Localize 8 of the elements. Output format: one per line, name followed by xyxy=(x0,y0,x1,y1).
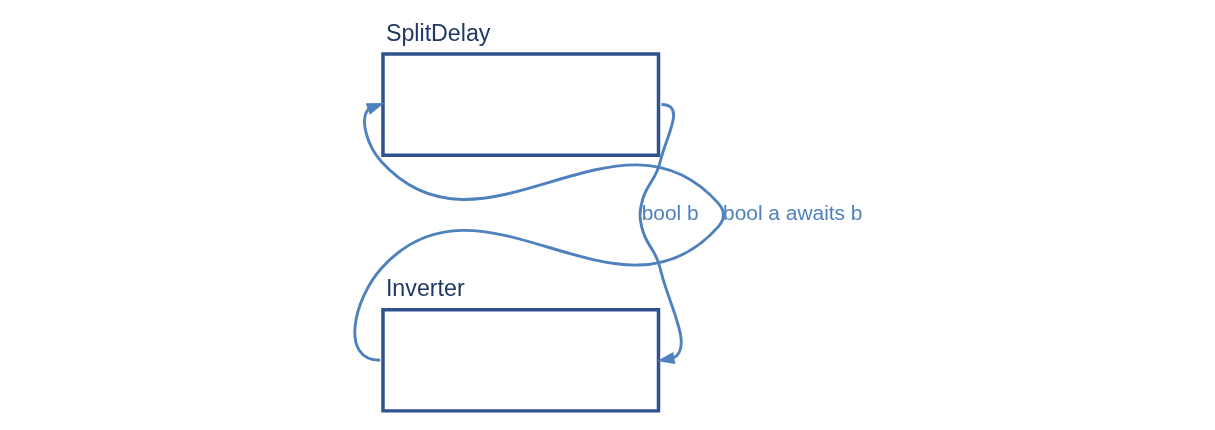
edge-label: bool b xyxy=(641,201,699,225)
arrow xyxy=(353,103,725,362)
node-label: Inverter xyxy=(385,275,465,302)
edge-label: bool a awaits b xyxy=(722,201,862,225)
node-box xyxy=(380,308,660,413)
node-box xyxy=(380,52,660,157)
arrow xyxy=(638,103,683,365)
node-label: SplitDelay xyxy=(385,19,491,46)
